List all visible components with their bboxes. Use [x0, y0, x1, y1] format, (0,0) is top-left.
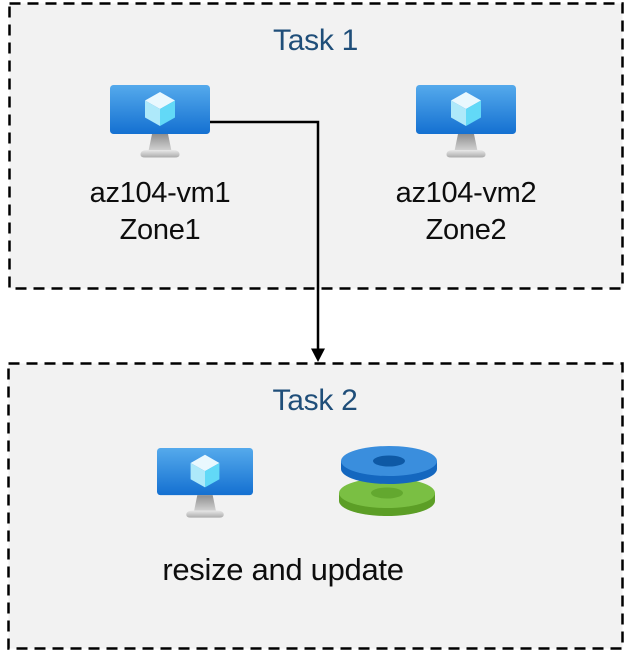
vm2-name: az104-vm2	[395, 177, 537, 209]
task2-box	[7, 362, 624, 650]
disks-icon	[336, 444, 440, 518]
connector-arrowhead	[311, 348, 325, 362]
vm2-zone: Zone2	[425, 214, 507, 246]
vm2-label: az104-vm2 Zone2	[366, 175, 566, 249]
task1-title: Task 1	[273, 24, 358, 57]
virtual-machine-icon	[110, 85, 210, 163]
vm1-label: az104-vm1 Zone1	[60, 175, 260, 249]
task2-title: Task 2	[272, 384, 358, 417]
task1-box	[8, 2, 624, 290]
connector-arrow	[210, 120, 320, 350]
vm1-zone: Zone1	[119, 214, 201, 246]
vm1-name: az104-vm1	[89, 177, 231, 209]
virtual-machine-icon	[416, 85, 516, 163]
virtual-machine-icon	[157, 448, 253, 523]
task2-caption: resize and update	[162, 552, 404, 587]
